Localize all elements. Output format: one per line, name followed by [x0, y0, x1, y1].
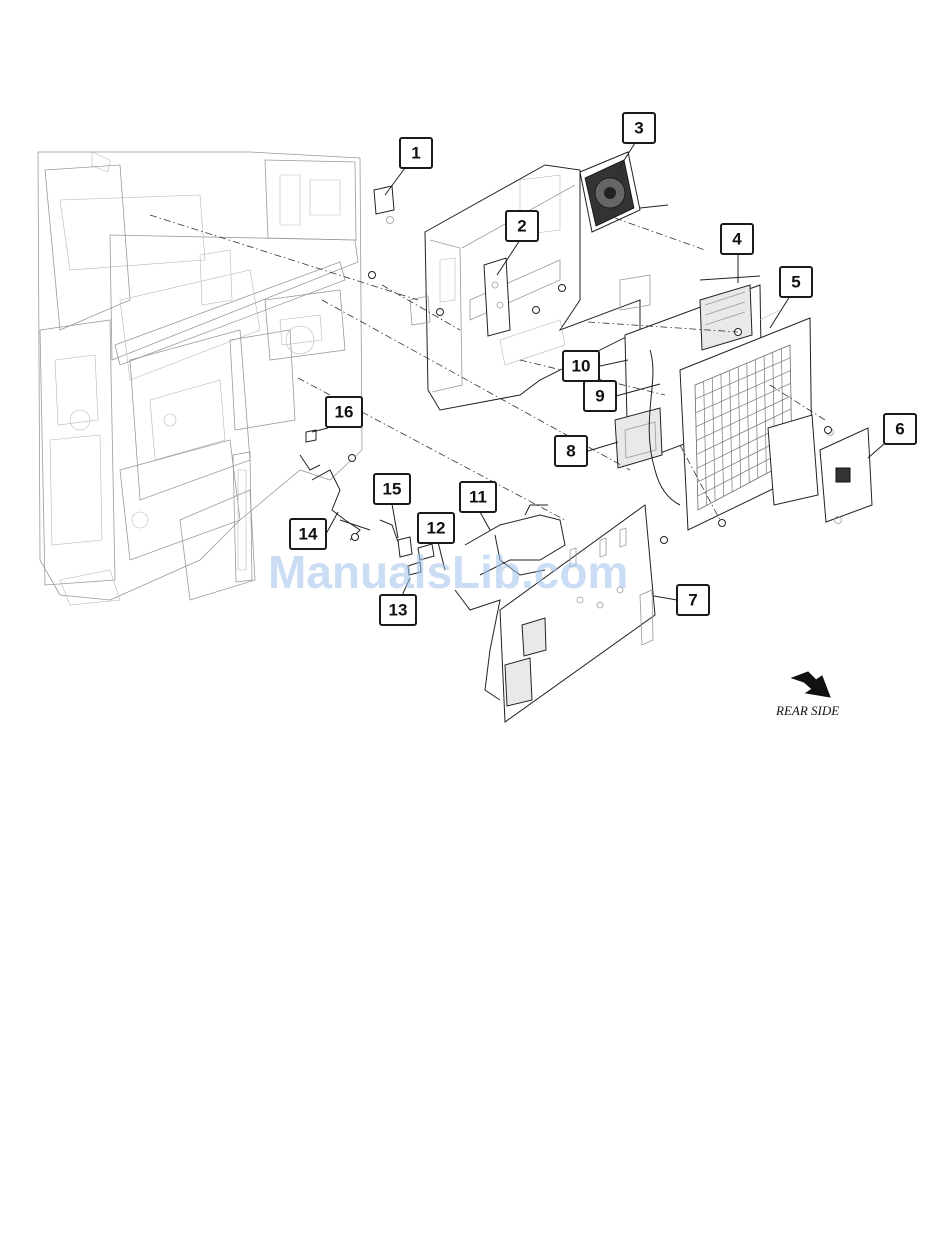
callout-12: 12 [418, 513, 454, 543]
svg-text:10: 10 [572, 357, 591, 376]
svg-text:3: 3 [634, 119, 643, 138]
svg-text:8: 8 [566, 442, 575, 461]
small-card [374, 186, 394, 224]
svg-text:1: 1 [411, 144, 420, 163]
svg-text:12: 12 [427, 519, 446, 538]
svg-text:6: 6 [895, 420, 904, 439]
callout-3: 3 [623, 113, 655, 143]
callout-7: 7 [677, 585, 709, 615]
svg-text:4: 4 [732, 230, 742, 249]
callout-5: 5 [780, 267, 812, 297]
svg-text:15: 15 [383, 480, 402, 499]
callout-1: 1 [400, 138, 432, 168]
svg-text:7: 7 [688, 591, 697, 610]
callout-10: 10 [563, 351, 599, 381]
callout-4: 4 [721, 224, 753, 254]
callout-16: 16 [326, 397, 362, 427]
rear-side-arrow-icon [792, 672, 830, 697]
callout-6: 6 [884, 414, 916, 444]
svg-text:9: 9 [595, 387, 604, 406]
watermark-text: ManualsLib.com [268, 546, 628, 598]
callout-13: 13 [380, 595, 416, 625]
power-supply-board [500, 505, 655, 722]
svg-text:5: 5 [791, 273, 800, 292]
svg-text:16: 16 [335, 403, 354, 422]
svg-text:14: 14 [299, 525, 318, 544]
svg-text:11: 11 [469, 488, 487, 507]
callout-9: 9 [584, 381, 616, 411]
rear-side-label: REAR SIDE [775, 703, 839, 718]
svg-text:2: 2 [517, 217, 526, 236]
interface-board [768, 415, 872, 524]
svg-text:13: 13 [389, 601, 408, 620]
sensor-board [484, 258, 510, 336]
callout-15: 15 [374, 474, 410, 504]
callout-8: 8 [555, 436, 587, 466]
callout-14: 14 [290, 519, 326, 549]
callout-2: 2 [506, 211, 538, 241]
callout-11: 11 [460, 482, 496, 512]
rear-side-indicator: REAR SIDE [775, 672, 839, 718]
cooling-fan [580, 152, 668, 232]
